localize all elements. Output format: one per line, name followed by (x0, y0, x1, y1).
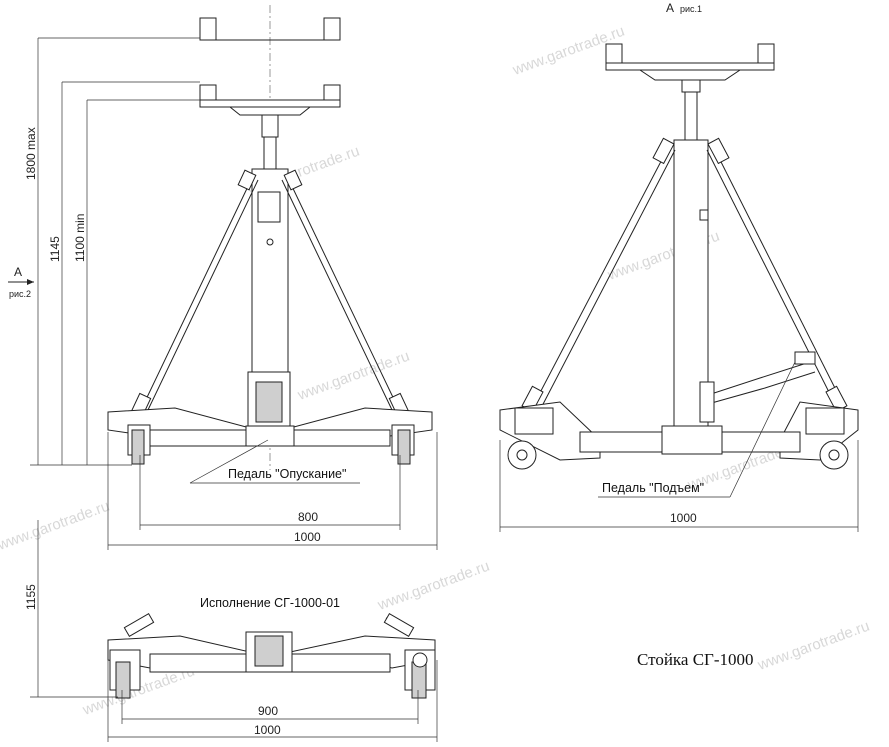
watermarks: www.garotrade.ru www.garotrade.ru www.ga… (0, 23, 872, 720)
left-vertical-dims: 1800 max 1145 1100 min (24, 37, 200, 466)
dim-1155: 1155 (24, 584, 38, 610)
view-marker-right-ref: рис.1 (680, 4, 702, 14)
view-marker-right-letter: A (666, 1, 674, 15)
label-pedal-lower: Педаль "Опускание" (228, 467, 346, 481)
dim-1000-left: 1000 (294, 530, 321, 544)
svg-text:рис.2: рис.2 (9, 289, 31, 299)
dim-800: 800 (298, 510, 318, 524)
watermark-8: www.garotrade.ru (755, 618, 872, 675)
label-variant: Исполнение СГ-1000-01 (200, 596, 340, 610)
left-view: Педаль "Опускание" 1800 max 1145 1100 mi… (8, 5, 438, 550)
dim-1100-min: 1100 min (73, 214, 87, 262)
column (263, 136, 277, 170)
watermark-4: www.garotrade.ru (295, 348, 412, 405)
dim-1145: 1145 (48, 236, 62, 262)
watermark-7: www.garotrade.ru (375, 558, 492, 615)
saddle-max (199, 17, 341, 41)
caption: Стойка СГ-1000 (637, 650, 754, 669)
svg-text:A: A (14, 265, 22, 279)
label-pedal-raise: Педаль "Подъем" (602, 481, 704, 495)
dim-1000-right: 1000 (670, 511, 697, 525)
bottom-view: Исполнение СГ-1000-01 1155 900 1000 (24, 520, 438, 742)
right-view: A рис.1 (499, 1, 859, 532)
dim-900: 900 (258, 704, 278, 718)
watermark-6: www.garotrade.ru (0, 498, 112, 555)
saddle-min (199, 84, 341, 138)
view-marker-left: A рис.2 (8, 265, 34, 299)
dim-1000-bottom: 1000 (254, 723, 281, 737)
dim-1800-max: 1800 max (24, 127, 38, 180)
left-horizontal-dims: 800 1000 (107, 432, 438, 550)
base-left (107, 407, 433, 465)
